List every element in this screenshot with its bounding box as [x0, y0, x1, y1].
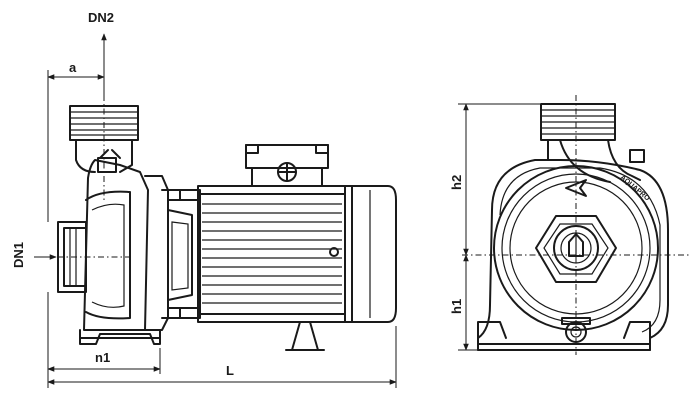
pump-side-view — [44, 68, 397, 351]
h1-label: h1 — [449, 299, 464, 314]
terminal-box — [245, 144, 329, 187]
dn2-label: DN2 — [88, 10, 114, 25]
motor-body — [197, 185, 397, 351]
dn1-label: DN1 — [11, 242, 26, 268]
L-label: L — [226, 363, 234, 378]
a-label: a — [69, 60, 77, 75]
pump-front-view: AQUAPRO — [462, 95, 690, 355]
n1-label: n1 — [95, 350, 110, 365]
pump-casing — [79, 149, 161, 345]
h2-label: h2 — [449, 175, 464, 190]
discharge-nozzle — [69, 105, 139, 173]
rotation-arrow-icon — [565, 179, 587, 197]
cooling-fins — [202, 203, 342, 304]
bearing-bracket — [144, 175, 201, 331]
side-view-dimensions: DN2 a DN1 n1 L — [11, 10, 397, 388]
front-discharge-nozzle — [540, 103, 645, 183]
front-view-dimensions: h2 h1 — [449, 103, 540, 351]
